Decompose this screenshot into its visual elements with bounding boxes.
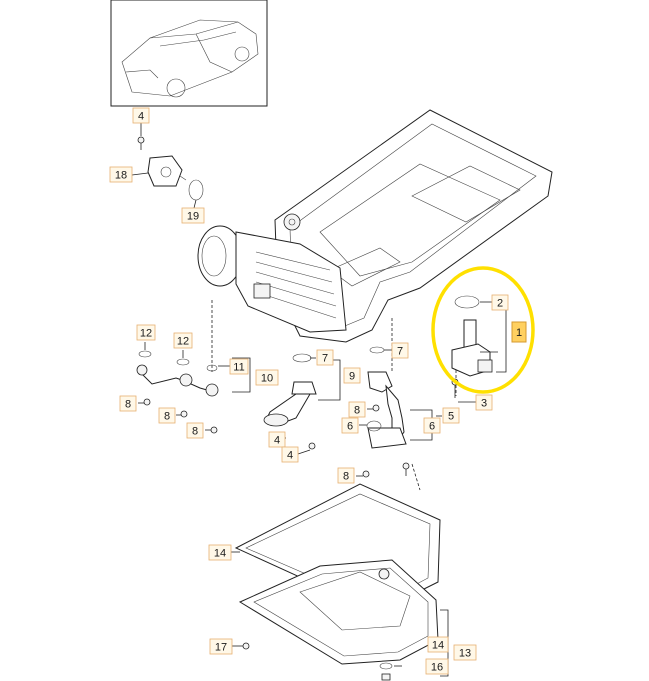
svg-text:16: 16 — [431, 662, 443, 674]
callout-8[interactable]: 8 — [348, 401, 366, 418]
callout-8[interactable]: 8 — [158, 407, 176, 424]
svg-text:14: 14 — [214, 548, 226, 560]
callout-8[interactable]: 8 — [337, 467, 355, 484]
bolt-4-top — [137, 136, 145, 150]
svg-text:1: 1 — [516, 327, 522, 339]
svg-text:11: 11 — [233, 362, 244, 374]
callout-7[interactable]: 7 — [316, 349, 334, 366]
callout-2[interactable]: 2 — [491, 294, 509, 311]
svg-text:4: 4 — [274, 435, 280, 447]
drain-plug — [379, 662, 393, 681]
callout-9[interactable]: 9 — [343, 367, 361, 384]
svg-text:17: 17 — [215, 642, 227, 654]
callout-16[interactable]: 16 — [425, 658, 449, 675]
callout-17[interactable]: 17 — [209, 638, 233, 655]
callouts: 4 18 19 2 1 3 12 12 11 10 8 8 8 7 9 7 8 … — [109, 107, 527, 675]
svg-text:14: 14 — [432, 640, 444, 652]
svg-text:2: 2 — [497, 298, 503, 310]
svg-text:8: 8 — [192, 426, 198, 438]
bolts — [143, 398, 410, 650]
callout-3[interactable]: 3 — [475, 394, 493, 411]
svg-text:4: 4 — [287, 450, 293, 462]
svg-text:13: 13 — [459, 648, 471, 660]
callout-12[interactable]: 12 — [173, 332, 193, 349]
callout-6[interactable]: 6 — [341, 417, 359, 434]
callout-10[interactable]: 10 — [255, 369, 279, 386]
oil-pipe-assembly — [136, 350, 219, 397]
callout-12[interactable]: 12 — [136, 324, 156, 341]
lower-oil-pan — [238, 559, 439, 665]
o-ring-19 — [188, 179, 204, 201]
svg-text:6: 6 — [347, 421, 353, 433]
callout-13[interactable]: 13 — [453, 644, 477, 661]
svg-text:12: 12 — [177, 336, 189, 348]
callout-4[interactable]: 4 — [132, 107, 150, 124]
highlight-ring — [431, 266, 535, 394]
callout-14[interactable]: 14 — [427, 636, 449, 653]
callout-4[interactable]: 4 — [268, 431, 286, 448]
svg-text:19: 19 — [187, 211, 199, 223]
svg-text:7: 7 — [397, 346, 403, 358]
oil-pickup-tube — [263, 353, 317, 427]
svg-text:8: 8 — [354, 405, 360, 417]
vehicle-thumbnail — [110, 0, 268, 107]
svg-text:4: 4 — [138, 111, 144, 123]
callout-8[interactable]: 8 — [119, 395, 137, 412]
svg-text:18: 18 — [115, 170, 127, 182]
svg-text:3: 3 — [481, 398, 487, 410]
oil-filter-housing — [197, 225, 347, 333]
callout-14[interactable]: 14 — [208, 544, 232, 561]
svg-text:8: 8 — [125, 399, 131, 411]
callout-7[interactable]: 7 — [391, 342, 409, 359]
svg-text:5: 5 — [448, 411, 454, 423]
svg-text:8: 8 — [343, 471, 349, 483]
svg-text:6: 6 — [429, 421, 435, 433]
callout-18[interactable]: 18 — [109, 166, 133, 183]
svg-text:12: 12 — [140, 328, 152, 340]
return-pipe-assembly — [366, 346, 407, 449]
svg-text:10: 10 — [261, 373, 273, 385]
callout-1[interactable]: 1 — [511, 321, 527, 343]
callout-5[interactable]: 5 — [442, 407, 460, 424]
callout-4[interactable]: 4 — [281, 446, 299, 463]
callout-8[interactable]: 8 — [186, 422, 204, 439]
svg-text:9: 9 — [349, 371, 355, 383]
callout-19[interactable]: 19 — [181, 207, 205, 224]
cover-plate-18 — [147, 155, 187, 187]
svg-text:7: 7 — [322, 353, 328, 365]
callout-11[interactable]: 11 — [229, 358, 249, 375]
callout-6[interactable]: 6 — [423, 417, 441, 434]
svg-text:8: 8 — [164, 411, 170, 423]
